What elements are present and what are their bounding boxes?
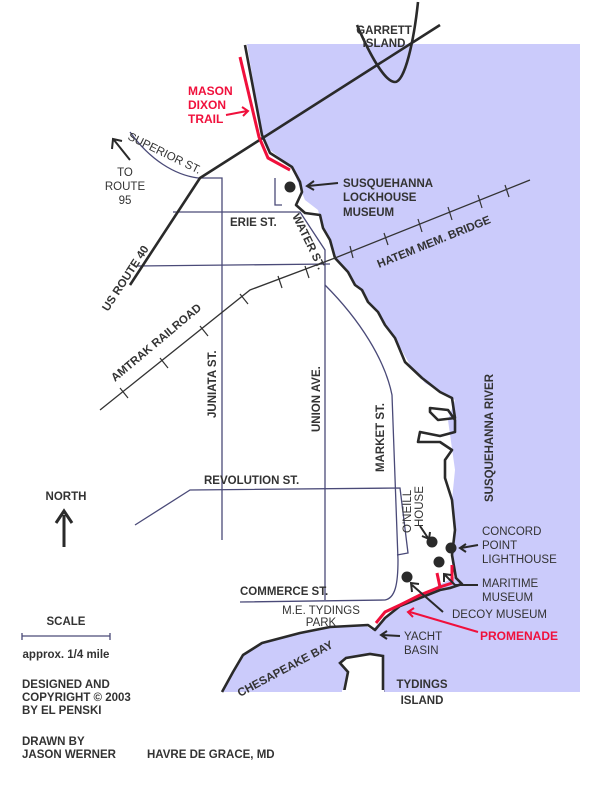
north-label: NORTH bbox=[46, 491, 87, 503]
north-arrow-icon bbox=[54, 508, 74, 547]
lighthouse-marker bbox=[445, 542, 457, 554]
lighthouse-label: CONCORD bbox=[482, 526, 541, 538]
credits-drawn: DRAWN BY bbox=[22, 736, 85, 748]
oneill-label: HOUSE bbox=[414, 486, 426, 527]
streets bbox=[129, 131, 409, 603]
maritime-label: MUSEUM bbox=[482, 592, 533, 604]
tydings-park-label: PARK bbox=[306, 617, 337, 629]
credits-design: BY EL PENSKI bbox=[22, 705, 101, 717]
amtrak-railroad bbox=[99, 179, 531, 411]
yacht-basin-label: YACHT bbox=[404, 631, 442, 643]
mason-dixon-trail bbox=[238, 56, 291, 172]
decoy-museum-marker bbox=[401, 571, 413, 583]
railroad-ties bbox=[119, 184, 510, 399]
maritime-label: MARITIME bbox=[482, 578, 539, 590]
decoy-arrow bbox=[409, 581, 444, 613]
lighthouse-label: LIGHTHOUSE bbox=[482, 554, 557, 566]
scale-label: SCALE bbox=[47, 616, 86, 628]
erie-st-label: ERIE ST. bbox=[230, 217, 277, 229]
credits-drawn: JASON WERNER bbox=[22, 749, 117, 761]
trail-label: DIXON bbox=[188, 98, 226, 112]
superior-st-label: SUPERIOR ST. bbox=[126, 131, 203, 177]
tydings-island bbox=[338, 652, 385, 698]
lockhouse-label: SUSQUEHANNA bbox=[343, 178, 433, 190]
lockhouse-arrow bbox=[305, 180, 339, 191]
map-title: HAVRE DE GRACE, MD bbox=[147, 749, 275, 761]
tydings-island-label: TYDINGS bbox=[396, 679, 447, 691]
lockhouse-label: MUSEUM bbox=[343, 207, 394, 219]
scale-note: approx. 1/4 mile bbox=[23, 649, 110, 661]
garrett-island-label: GARRETT bbox=[356, 25, 412, 37]
amtrak-label: AMTRAK RAILROAD bbox=[109, 302, 204, 384]
credits-design: DESIGNED AND bbox=[22, 679, 110, 691]
route95-label: ROUTE bbox=[105, 181, 146, 193]
oneill-arrow bbox=[419, 525, 431, 541]
oneill-label: O'NEILL bbox=[402, 489, 414, 533]
legend: NORTH SCALE approx. 1/4 mile DESIGNED AN… bbox=[21, 491, 131, 761]
trail-label: TRAIL bbox=[188, 112, 223, 126]
lighthouse-label: POINT bbox=[482, 540, 517, 552]
juniata-st-label: JUNIATA ST. bbox=[207, 350, 219, 418]
maritime-arrow bbox=[443, 572, 478, 586]
lockhouse-museum-marker bbox=[284, 181, 296, 193]
us-route-40 bbox=[128, 23, 441, 286]
market-st-label: MARKET ST. bbox=[375, 403, 387, 472]
garrett-island-label: ISLAND bbox=[363, 38, 406, 50]
tydings-park-label: M.E. TYDINGS bbox=[282, 605, 360, 617]
revolution-st-label: REVOLUTION ST. bbox=[204, 475, 299, 487]
trail-label: MASON bbox=[188, 84, 233, 98]
lockhouse-label: LOCKHOUSE bbox=[343, 192, 417, 204]
yacht-arrow bbox=[379, 630, 401, 640]
route95-label: TO bbox=[117, 167, 133, 179]
credits-design: COPYRIGHT © 2003 bbox=[22, 692, 131, 704]
route95-arrow bbox=[111, 137, 131, 161]
route95-label: 95 bbox=[119, 195, 132, 207]
garrett-island bbox=[355, 1, 420, 84]
union-ave-label: UNION AVE. bbox=[311, 366, 323, 432]
scale-bar bbox=[21, 633, 111, 640]
yacht-basin-label: BASIN bbox=[404, 645, 439, 657]
trail-arrow bbox=[225, 106, 250, 117]
tydings-island-label: ISLAND bbox=[401, 695, 444, 707]
commerce-st-label: COMMERCE ST. bbox=[240, 586, 328, 598]
maritime-museum-marker bbox=[433, 556, 445, 568]
susquehanna-river-label: SUSQUEHANNA RIVER bbox=[484, 373, 496, 502]
decoy-label: DECOY MUSEUM bbox=[452, 609, 547, 621]
promenade-arrow bbox=[406, 607, 479, 633]
lighthouse-arrow bbox=[458, 543, 479, 553]
water-area bbox=[222, 44, 580, 692]
promenade-label: PROMENADE bbox=[480, 629, 558, 643]
route-40-label: US ROUTE 40 bbox=[100, 244, 151, 314]
